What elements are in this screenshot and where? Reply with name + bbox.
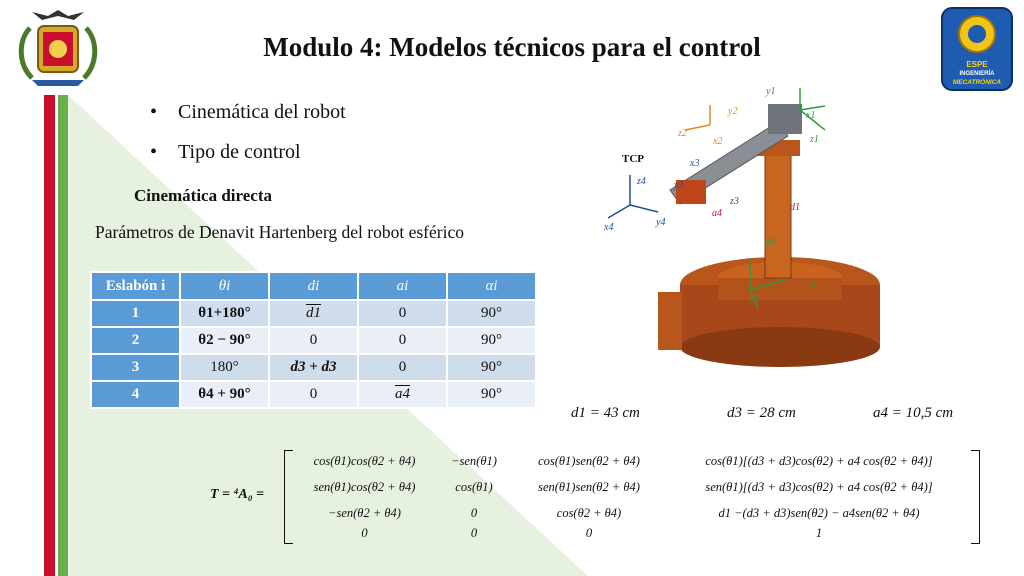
bullet-item: •Tipo de control (150, 141, 301, 163)
label-y0: y0 (805, 280, 815, 291)
matrix-cell: cos(θ1)cos(θ2 + θ4) (313, 454, 416, 468)
label-tcp: TCP (622, 153, 644, 165)
espe-mecatronica-logo: ESPE INGENIERÍA MECATRÓNICA (941, 7, 1013, 91)
label-z2: z2 (677, 128, 687, 139)
matrix-cell: cos(θ1) (455, 480, 493, 494)
table-header-row: Eslabón i θi di ai αi (90, 271, 537, 301)
label-x2: x2 (712, 136, 722, 147)
dh-parameters-table: Eslabón i θi di ai αi 1 θ1+180° d1 0 90°… (90, 271, 537, 409)
label-y2: y2 (727, 106, 737, 117)
label-a4: a4 (712, 208, 722, 219)
header-a: ai (357, 271, 448, 301)
matrix-cell: cos(θ2 + θ4) (556, 506, 622, 520)
label-x4: x4 (603, 222, 613, 233)
matrix-bracket-right (971, 450, 980, 544)
param-d1: d1 = 43 cm (571, 405, 640, 421)
cell: θ2 − 90° (179, 326, 270, 355)
transformation-matrix: cos(θ1)cos(θ2 + θ4) −sen(θ1) cos(θ1)sen(… (284, 450, 980, 545)
cell: 0 (357, 326, 448, 355)
cell: d1 (268, 299, 359, 328)
bullet-text: Cinemática del robot (178, 101, 346, 123)
matrix-cell: 0 (470, 506, 478, 520)
matrix-cell: 1 (815, 526, 823, 540)
header-d: di (268, 271, 359, 301)
bullet-list: •Cinemática del robot •Tipo de control (150, 98, 346, 178)
header-eslabon: Eslabón i (90, 271, 181, 301)
label-x3: x3 (689, 158, 699, 169)
matrix-cell: −sen(θ1) (451, 454, 497, 468)
header-theta: θi (179, 271, 270, 301)
matrix-cell: cos(θ1)sen(θ2 + θ4) (538, 454, 640, 468)
table-row: 2 θ2 − 90° 0 0 90° (90, 326, 537, 355)
bullet-text: Tipo de control (178, 141, 301, 163)
cell: 90° (446, 326, 537, 355)
cell: θ1+180° (179, 299, 270, 328)
matrix-cell: sen(θ1)sen(θ2 + θ4) (538, 480, 640, 494)
cell: 90° (446, 380, 537, 409)
cell: θ4 + 90° (179, 380, 270, 409)
label-y3: y3 (673, 180, 683, 191)
matrix-cell: sen(θ1)[(d3 + d3)cos(θ2) + a4 cos(θ2 + θ… (705, 480, 933, 494)
label-x1: x1 (805, 110, 815, 121)
cell: 0 (357, 299, 448, 328)
label-z1: z1 (809, 134, 819, 145)
label-z0: z0 (765, 237, 775, 248)
cell: a4 (357, 380, 448, 409)
cell: 0 (268, 380, 359, 409)
cell: 4 (90, 380, 181, 409)
logo-text-1: ESPE (966, 60, 988, 69)
matrix-label: T = ⁴A₀ = (210, 487, 265, 502)
bullet-item: •Cinemática del robot (150, 101, 346, 123)
header-alpha: αi (446, 271, 537, 301)
cell: 90° (446, 299, 537, 328)
spherical-robot-diagram: TCP z4 x4 y4 x3 y3 z3 a4 d1 y1 x1 z1 y2 … (603, 86, 880, 367)
table-caption: Parámetros de Denavit Hartenberg del rob… (95, 222, 464, 242)
matrix-cell: 0 (585, 526, 593, 540)
matrix-cell: d1 −(d3 + d3)sen(θ2) − a4sen(θ2 + θ4) (718, 506, 920, 520)
subtitle: Cinemática directa (134, 186, 273, 205)
slide-title: Modulo 4: Modelos técnicos para el contr… (263, 32, 761, 62)
table-row: 1 θ1+180° d1 0 90° (90, 299, 537, 328)
table-row: 4 θ4 + 90° 0 a4 90° (90, 380, 537, 409)
matrix-cell: cos(θ1)[(d3 + d3)cos(θ2) + a4 cos(θ2 + θ… (705, 454, 933, 468)
label-y4: y4 (655, 217, 665, 228)
cell: 0 (268, 326, 359, 355)
logo-text-2: INGENIERÍA (959, 69, 995, 77)
label-z3: z3 (729, 196, 739, 207)
table-row: 3 180° d3 + d3 0 90° (90, 353, 537, 382)
coat-of-arms-logo (18, 10, 98, 86)
matrix-cell: 0 (470, 526, 478, 540)
matrix-cell: sen(θ1)cos(θ2 + θ4) (313, 480, 416, 494)
cell: 0 (357, 353, 448, 382)
param-a4: a4 = 10,5 cm (873, 405, 954, 421)
cell: 3 (90, 353, 181, 382)
cell: 1 (90, 299, 181, 328)
label-x0: x0 (747, 294, 757, 305)
cell: 2 (90, 326, 181, 355)
matrix-bracket-left (284, 450, 293, 544)
param-d3: d3 = 28 cm (727, 405, 796, 421)
red-stripe (44, 95, 55, 576)
label-z4: z4 (636, 176, 646, 187)
matrix-cell: −sen(θ2 + θ4) (328, 506, 401, 520)
label-y1: y1 (765, 86, 775, 97)
logo-text-3: MECATRÓNICA (953, 77, 1002, 86)
label-d1: d1 (790, 202, 800, 213)
cell: d3 + d3 (268, 353, 359, 382)
matrix-cell: 0 (361, 526, 368, 540)
cell: 180° (179, 353, 270, 382)
green-stripe (58, 95, 68, 576)
cell: 90° (446, 353, 537, 382)
